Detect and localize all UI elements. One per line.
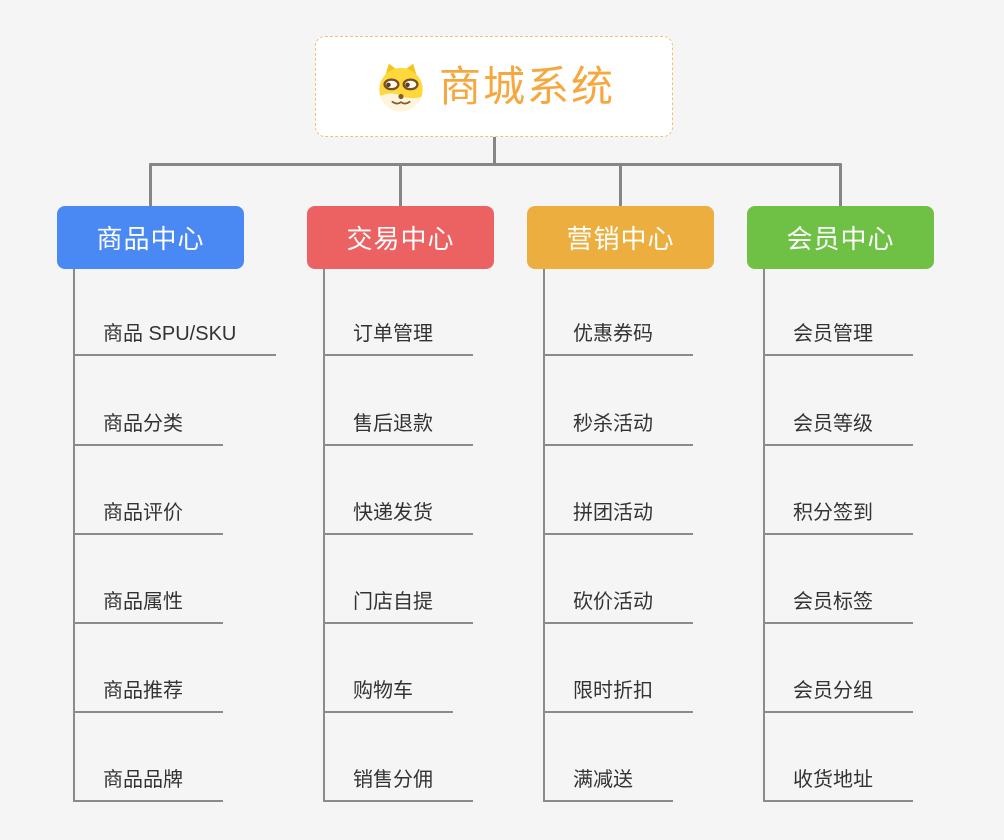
leaf-node[interactable]: 商品品牌 xyxy=(73,768,223,802)
connector-root-stub xyxy=(493,137,496,164)
branch-column-product-center: 商品中心 商品 SPU/SKU 商品分类 商品评价 商品属性 商品推荐 商品品牌 xyxy=(57,206,277,802)
connector-drop xyxy=(399,163,402,207)
branch-product-center[interactable]: 商品中心 xyxy=(57,206,244,269)
leaf-node[interactable]: 商品 SPU/SKU xyxy=(73,322,277,356)
leaf-node[interactable]: 会员等级 xyxy=(763,412,913,446)
branch-member-center[interactable]: 会员中心 xyxy=(747,206,934,269)
leaf-node[interactable]: 订单管理 xyxy=(323,322,473,356)
leaf-node[interactable]: 拼团活动 xyxy=(543,501,693,535)
leaf-node[interactable]: 商品推荐 xyxy=(73,679,223,713)
leaf-node[interactable]: 优惠券码 xyxy=(543,322,693,356)
branch-marketing-center[interactable]: 营销中心 xyxy=(527,206,714,269)
leaf-node[interactable]: 会员分组 xyxy=(763,679,913,713)
leaf-node[interactable]: 门店自提 xyxy=(323,590,473,624)
branch-trade-center[interactable]: 交易中心 xyxy=(307,206,494,269)
connector-drop xyxy=(619,163,622,207)
leaf-node[interactable]: 满减送 xyxy=(543,768,673,802)
dog-face-icon xyxy=(373,61,429,113)
leaf-node[interactable]: 商品评价 xyxy=(73,501,223,535)
branch-column-trade-center: 交易中心 订单管理 售后退款 快递发货 门店自提 购物车 销售分佣 xyxy=(307,206,494,802)
branch-column-member-center: 会员中心 会员管理 会员等级 积分签到 会员标签 会员分组 收货地址 xyxy=(747,206,934,802)
connector-bus xyxy=(149,163,842,166)
root-title: 商城系统 xyxy=(438,62,615,110)
leaf-node[interactable]: 积分签到 xyxy=(763,501,913,535)
root-node-mall-system[interactable]: 商城系统 xyxy=(315,36,673,137)
leaf-node[interactable]: 售后退款 xyxy=(323,412,473,446)
leaf-node[interactable]: 销售分佣 xyxy=(323,768,473,802)
leaf-node[interactable]: 会员标签 xyxy=(763,590,913,624)
leaf-node[interactable]: 会员管理 xyxy=(763,322,913,356)
connector-drop xyxy=(149,163,152,207)
leaf-node[interactable]: 商品属性 xyxy=(73,590,223,624)
leaf-node[interactable]: 秒杀活动 xyxy=(543,412,693,446)
leaf-node[interactable]: 商品分类 xyxy=(73,412,223,446)
leaf-node[interactable]: 快递发货 xyxy=(323,501,473,535)
connector-drop xyxy=(839,163,842,207)
leaf-node[interactable]: 砍价活动 xyxy=(543,590,693,624)
leaf-node[interactable]: 收货地址 xyxy=(763,768,913,802)
branch-column-marketing-center: 营销中心 优惠券码 秒杀活动 拼团活动 砍价活动 限时折扣 满减送 xyxy=(527,206,714,802)
leaf-node[interactable]: 购物车 xyxy=(323,679,453,713)
leaf-node[interactable]: 限时折扣 xyxy=(543,679,693,713)
